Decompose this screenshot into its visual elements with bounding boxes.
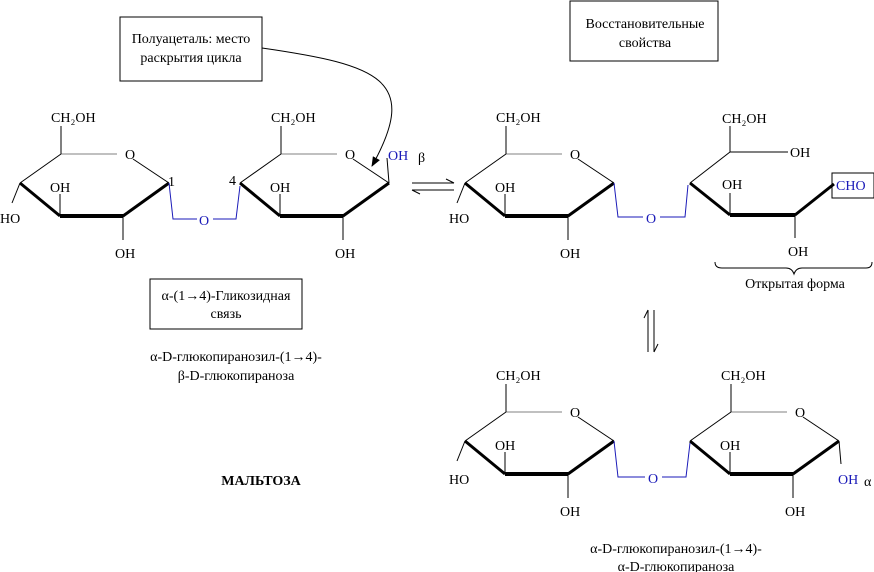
ring-bond-front: [792, 439, 840, 476]
chain-bond-front: [794, 182, 835, 217]
ring-bond-front: [122, 181, 170, 218]
bond-c1-oh: [386, 157, 390, 184]
glycosidic-box-line-2: связь: [211, 307, 242, 322]
ho-label: HO: [0, 212, 20, 227]
ho-label: HO: [449, 473, 469, 488]
ring-oxygen-label: O: [125, 148, 135, 163]
bond-c1-oh: [838, 440, 842, 465]
oh-label: OH: [790, 146, 810, 161]
carbon-number-4: 4: [229, 174, 236, 189]
ho-label: HO: [449, 212, 469, 227]
glycosidic-oxygen: O: [646, 212, 656, 227]
ring-bond-o-c1: [802, 416, 840, 442]
oh-label: OH: [560, 247, 580, 262]
glycosidic-bond: [662, 442, 691, 478]
beta-label: β: [418, 151, 425, 166]
ring-oxygen-label: O: [570, 148, 580, 163]
glycosidic-oxygen: O: [648, 472, 658, 487]
open-form-label: Открытая форма: [745, 277, 846, 292]
anomeric-oh-label: OH: [388, 149, 408, 164]
ring-bond-front: [567, 439, 615, 476]
oh-label: OH: [785, 505, 805, 520]
ring-bond-o-c1: [577, 158, 615, 184]
reducing-box-line-2: свойства: [619, 36, 672, 51]
ring-bond-c4-c5: [239, 153, 282, 184]
oh-label: OH: [788, 245, 808, 260]
oh-label: OH: [722, 178, 742, 193]
ring-bond-front: [239, 181, 281, 218]
ring-bond-front: [19, 181, 61, 218]
ch2oh-label: CH₂OH: [271, 111, 316, 126]
ch2oh-label: CH₂OH: [51, 111, 96, 126]
ring-bond-front: [464, 181, 506, 218]
glycosidic-bond: [168, 182, 197, 220]
bond-c4-ho: [456, 440, 466, 462]
glycosidic-oxygen: O: [199, 214, 209, 229]
ch2oh-label: CH₂OH: [721, 369, 766, 384]
ring-bond-c4-c5: [19, 153, 62, 184]
hemiacetal-arrow: [261, 47, 393, 167]
hemiacetal-box-line-2: раскрытия цикла: [140, 51, 242, 66]
ring-bond-o-c1: [577, 416, 615, 442]
ring-bond-front: [689, 439, 731, 476]
ring-bond-c4-c5: [464, 411, 507, 442]
oh-label: OH: [495, 181, 515, 196]
alpha-label: α: [864, 475, 872, 490]
chain-bond: [689, 151, 731, 184]
cho-label: CHO: [836, 179, 866, 194]
ch2oh-label: CH₂OH: [496, 111, 541, 126]
ring-bond-c4-c5: [689, 411, 732, 442]
cho-box: [831, 172, 874, 199]
chain-bond-front: [689, 181, 731, 217]
beta-form-name-line-2: β-D-глюкопираноза: [178, 369, 295, 384]
glycosidic-bond: [213, 185, 241, 220]
bond-c4-ho: [11, 182, 21, 204]
reducing-box-line-1: Восстановительные: [585, 17, 704, 32]
beta-form-name-line-1: α-D-глюкопиранозил-(1→4)-: [150, 350, 322, 365]
bond-c4-ho: [456, 182, 466, 204]
oh-label: OH: [50, 181, 70, 196]
ring-oxygen-label: O: [345, 148, 355, 163]
reducing-box: Восстановительные свойства: [569, 0, 719, 62]
oh-label: OH: [720, 439, 740, 454]
ch2oh-label: CH₂OH: [722, 112, 767, 127]
ring-bond-front: [567, 181, 615, 218]
ring-bond-o-c1: [132, 158, 170, 184]
hemiacetal-box: Полуацеталь: место раскрытия цикла: [119, 16, 263, 82]
oh-label: OH: [335, 247, 355, 262]
glycosidic-bond: [613, 440, 645, 478]
equilibrium-arrows-horizontal: [411, 178, 455, 195]
glycosidic-bond: [613, 182, 643, 218]
glycosidic-bond: [660, 184, 689, 218]
oh-label: OH: [270, 181, 290, 196]
oh-label: OH: [495, 439, 515, 454]
alpha-form-name-line-1: α-D-глюкопиранозил-(1→4)-: [590, 542, 762, 557]
alpha-form-name-line-2: α-D-глюкопираноза: [618, 560, 736, 572]
ring-bond-o-c1: [352, 158, 390, 184]
ring-bond-front: [342, 181, 390, 218]
oh-label: OH: [115, 247, 135, 262]
ch2oh-label: CH₂OH: [496, 369, 541, 384]
carbon-number-1: 1: [168, 175, 175, 190]
ring-oxygen-label: O: [570, 406, 580, 421]
ring-bond-c4-c5: [464, 153, 507, 184]
maltose-title: МАЛЬТОЗА: [221, 474, 301, 489]
open-form-brace: [714, 261, 873, 276]
oh-label: OH: [560, 505, 580, 520]
hemiacetal-box-line-1: Полуацеталь: место: [132, 32, 251, 47]
equilibrium-arrows-vertical: [643, 309, 659, 353]
glycosidic-box-line-1: α-(1→4)-Гликозидная: [162, 289, 291, 304]
glycosidic-box: α-(1→4)-Гликозидная связь: [149, 278, 303, 330]
ring-oxygen-label: O: [795, 406, 805, 421]
anomeric-oh-label: OH: [838, 473, 858, 488]
ring-bond-front: [464, 439, 506, 476]
